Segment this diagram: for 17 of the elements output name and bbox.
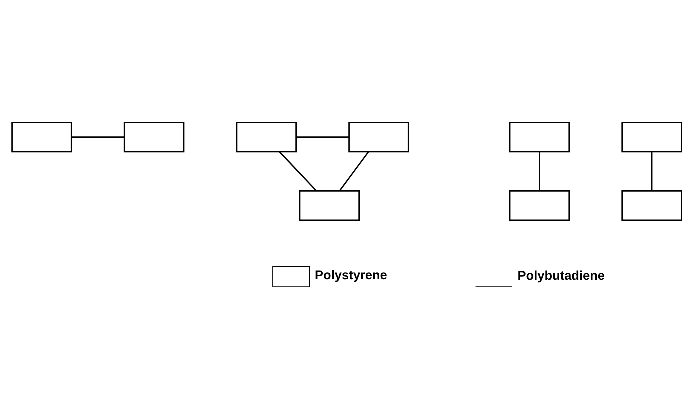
- connector: [651, 152, 653, 191]
- node-box: [124, 121, 185, 152]
- node-box: [12, 121, 72, 152]
- connector: [296, 136, 349, 138]
- legend-label: Polystyrene: [315, 266, 388, 282]
- node-box: [236, 121, 297, 152]
- connector: [539, 152, 540, 191]
- node-box: [622, 190, 682, 221]
- node-box: [509, 190, 570, 221]
- node-box: [509, 121, 570, 152]
- node-box: [622, 121, 682, 152]
- legend-label: Polybutadiene: [518, 267, 606, 282]
- node-box: [348, 121, 410, 152]
- node-box: [299, 190, 360, 221]
- connector: [279, 151, 318, 192]
- connector: [339, 151, 370, 191]
- connector: [72, 136, 124, 138]
